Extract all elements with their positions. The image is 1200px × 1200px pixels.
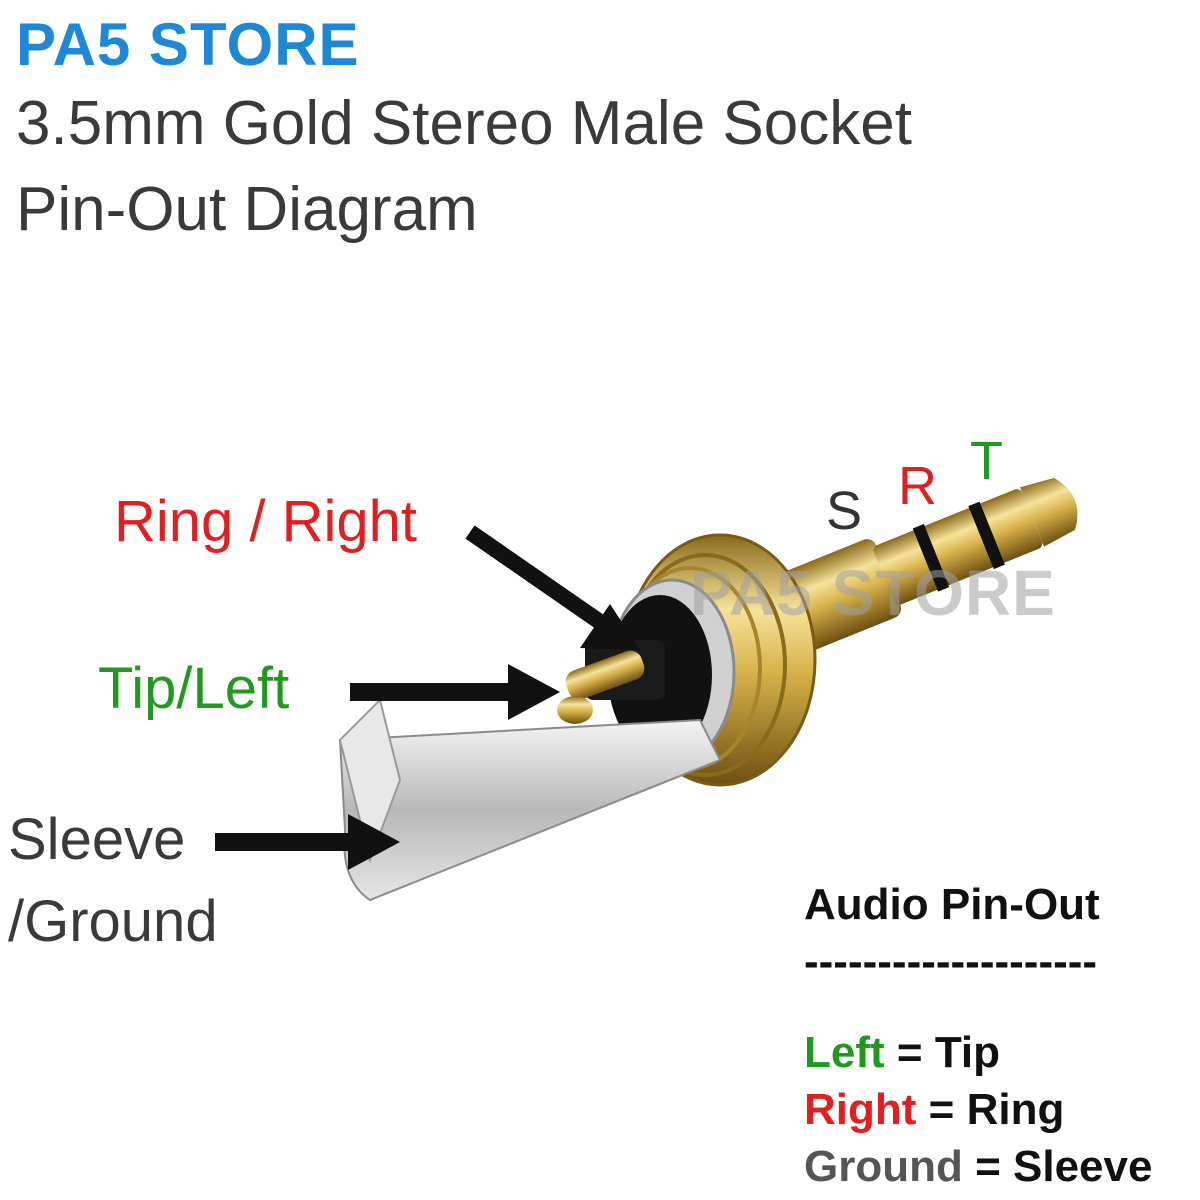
tip-left-label: Tip/Left	[98, 656, 290, 721]
sleeve-marker-s: S	[826, 481, 863, 541]
arrow-icon	[465, 525, 640, 650]
store-name: PA5 STORE	[16, 11, 360, 78]
tip-marker-t: T	[970, 431, 1003, 491]
arrow-icon	[350, 664, 560, 720]
legend-signal: Ground	[804, 1142, 963, 1191]
legend-equals: =	[962, 1142, 1014, 1191]
legend-row: Left = Tip	[804, 1028, 1000, 1078]
ring-marker-r: R	[898, 456, 937, 516]
legend-pin: Sleeve	[1013, 1142, 1153, 1191]
arrow-icon	[215, 814, 400, 870]
legend-equals: =	[916, 1085, 967, 1134]
diagram-title-line-2: Pin-Out Diagram	[16, 175, 478, 244]
legend-pin: Ring	[966, 1085, 1065, 1134]
sleeve-solder-tab	[338, 698, 722, 902]
legend-row: Right = Ring	[804, 1085, 1064, 1135]
legend-divider: --------------------	[804, 937, 1098, 986]
sleeve-label: Sleeve	[8, 807, 186, 872]
diagram-title-line-1: 3.5mm Gold Stereo Male Socket	[16, 89, 912, 158]
legend-equals: =	[884, 1028, 935, 1077]
legend-signal: Right	[804, 1085, 917, 1134]
legend-signal: Left	[804, 1028, 885, 1077]
ring-right-label: Ring / Right	[114, 489, 418, 554]
tip-solder-pin	[557, 640, 665, 724]
legend-pin: Tip	[934, 1028, 1000, 1077]
legend-title: Audio Pin-Out	[804, 880, 1100, 929]
store-watermark: PA5 STORE	[690, 557, 1056, 629]
legend-row: Ground = Sleeve	[804, 1142, 1152, 1192]
ground-label: /Ground	[8, 889, 218, 954]
